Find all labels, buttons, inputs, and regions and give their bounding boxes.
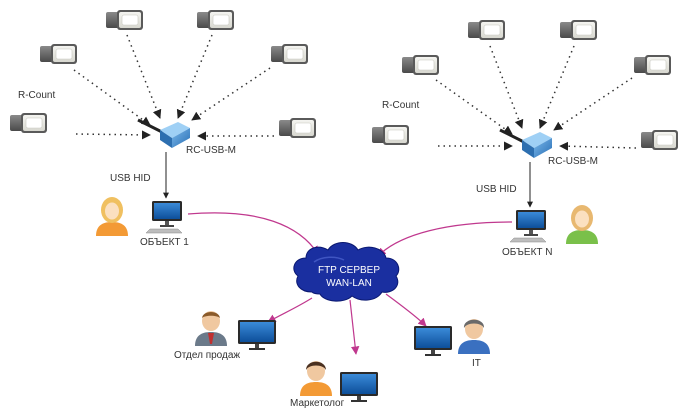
network-link <box>377 221 513 257</box>
receiver-label-right: RC-USB-M <box>548 156 598 167</box>
monitor-icon <box>238 320 276 350</box>
usb-hid-label-left: USB HID <box>110 173 151 184</box>
usb-receiver-icon <box>498 128 554 160</box>
sensor-icon <box>401 54 440 76</box>
sensor-icon <box>633 54 672 76</box>
marketing-label: Маркетолог <box>290 398 345 409</box>
receiver-label-left: RC-USB-M <box>186 145 236 156</box>
right-site <box>371 19 679 244</box>
sensor-icon <box>467 19 506 41</box>
signal-line <box>553 77 633 131</box>
signal-line <box>191 67 271 121</box>
sensor-icon <box>270 43 309 65</box>
person-icon <box>458 319 490 354</box>
sales-label: Отдел продаж <box>174 350 241 361</box>
signal-line <box>75 130 151 140</box>
sensor-icon <box>278 117 317 139</box>
sensor-label-right: R-Count <box>382 100 420 111</box>
signal-line <box>126 34 162 119</box>
sensor-icon <box>105 9 144 31</box>
it-department <box>414 319 490 356</box>
marketer <box>300 361 378 402</box>
desktop-computer-icon <box>145 200 183 234</box>
sensor-icon <box>371 124 410 146</box>
person-icon <box>195 311 227 346</box>
sensor-icon <box>559 19 598 41</box>
sensor-icon <box>39 43 78 65</box>
it-label: IT <box>472 358 481 369</box>
signal-line <box>559 141 637 151</box>
left-site <box>9 9 317 236</box>
cloud-icon <box>293 242 400 302</box>
network-link <box>267 297 313 323</box>
signal-line <box>435 79 513 135</box>
monitor-icon <box>340 372 378 402</box>
signal-line <box>538 45 575 129</box>
sales-department <box>195 311 276 350</box>
sensor-icon <box>9 112 48 134</box>
object-label-left: ОБЪЕКТ 1 <box>140 237 189 248</box>
person-icon <box>300 361 332 396</box>
sensor-icon <box>196 9 235 31</box>
person-icon <box>96 197 128 236</box>
network-link <box>349 299 360 355</box>
network-link <box>187 212 319 255</box>
server-label-line2: WAN-LAN <box>326 278 372 289</box>
sensor-label-left: R-Count <box>18 90 56 101</box>
signal-line <box>176 34 213 119</box>
sensor-icon <box>640 129 679 151</box>
usb-hid-label-right: USB HID <box>476 184 517 195</box>
server-label: FTP СЕРВЕР WAN-LAN <box>306 264 392 290</box>
signal-line <box>73 69 151 126</box>
usb-receiver-icon <box>136 118 192 150</box>
person-icon <box>566 205 598 244</box>
desktop-computer-icon <box>509 209 547 243</box>
network-link <box>385 293 427 327</box>
object-label-right: ОБЪЕКТ N <box>502 247 553 258</box>
signal-line <box>489 45 524 129</box>
server-label-line1: FTP СЕРВЕР <box>317 265 381 276</box>
monitor-icon <box>414 326 452 356</box>
